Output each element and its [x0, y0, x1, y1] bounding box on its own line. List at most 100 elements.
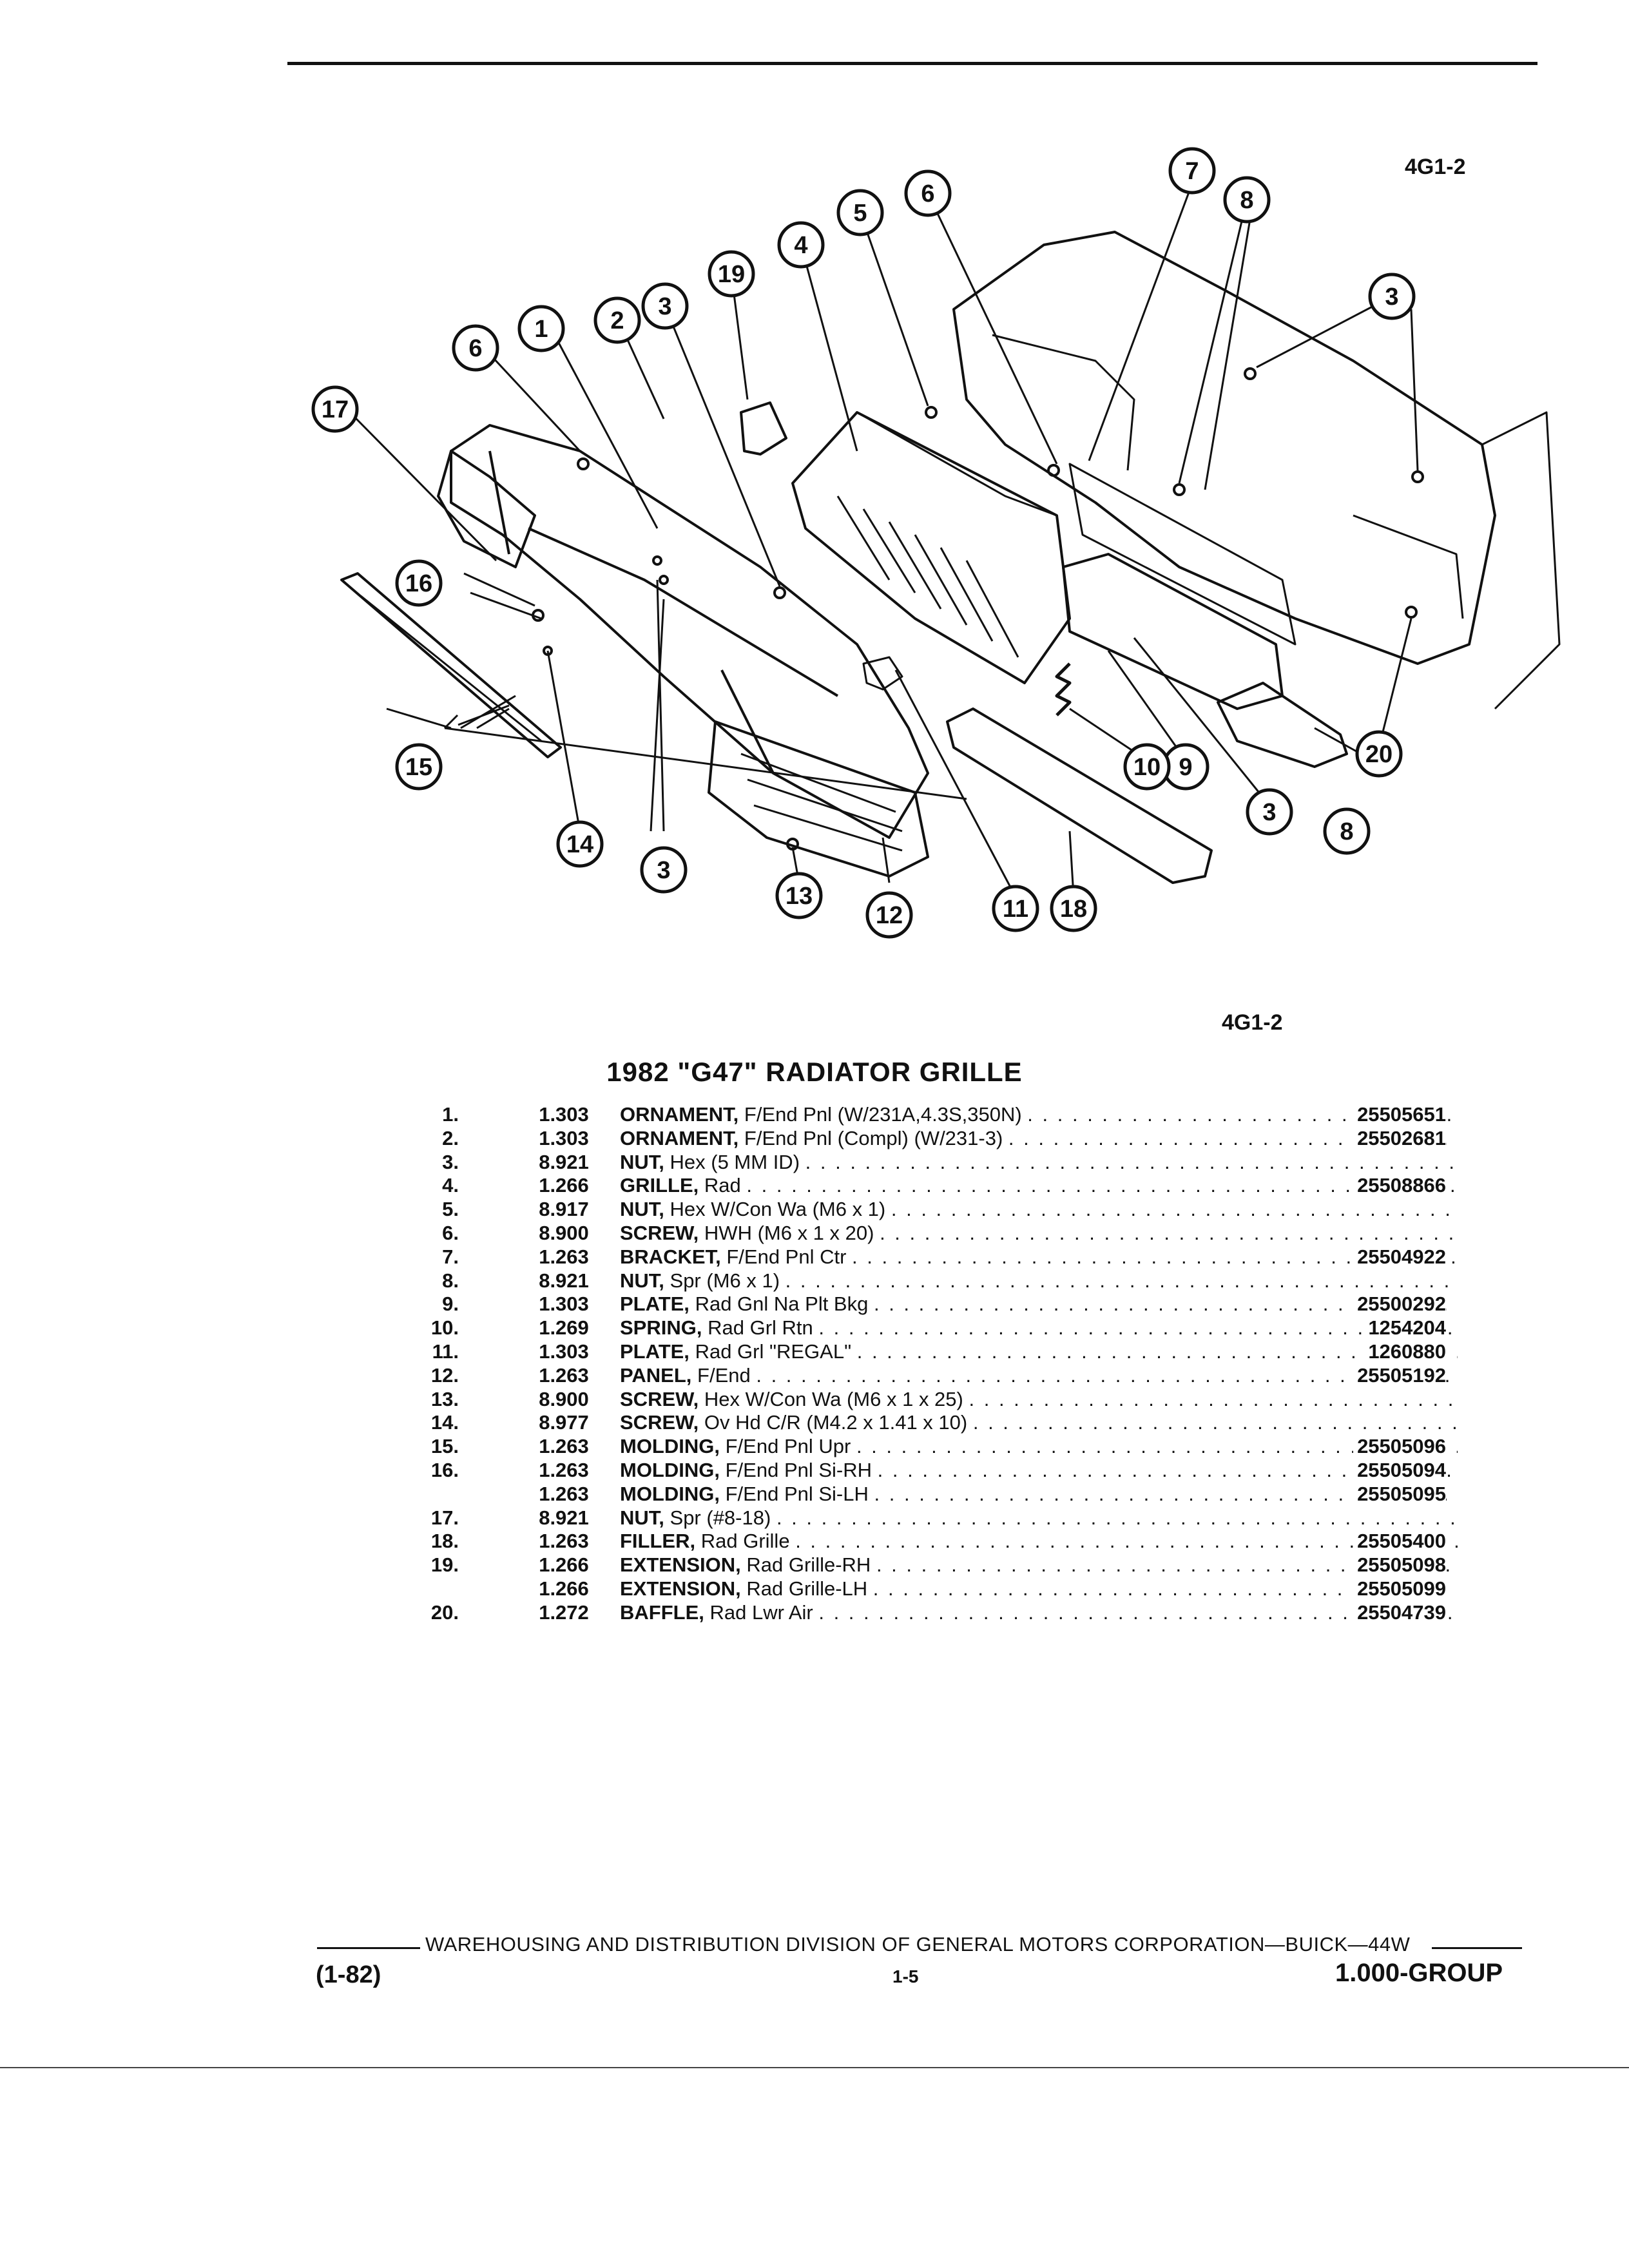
callout-3b: 3: [1385, 284, 1398, 311]
leader-dots: . . . . . . . . . . . . . . . . . . . . …: [880, 1221, 1458, 1244]
callout-2: 2: [610, 307, 624, 334]
group-number: 1.263: [539, 1482, 589, 1505]
part-detail: Rad Grl Rtn: [708, 1316, 813, 1340]
item-number: 20.: [430, 1600, 459, 1624]
item-number: 1.: [442, 1103, 459, 1126]
part-name: NUT,: [620, 1269, 664, 1292]
part-detail: Rad Lwr Air: [709, 1600, 813, 1624]
part-name: ORNAMENT,: [620, 1126, 739, 1149]
part-description: ORNAMENT, F/End Pnl (Compl) (W/231-3) . …: [620, 1127, 1458, 1151]
part-description: SPRING, Rad Grl Rtn . . . . . . . . . . …: [620, 1316, 1458, 1340]
item-number: 15.: [430, 1435, 459, 1458]
part-detail: Rad Grl "REGAL": [695, 1340, 852, 1363]
part-name: EXTENSION,: [620, 1577, 741, 1600]
callout-6: 6: [468, 335, 482, 362]
part-detail: F/End Pnl Si-LH: [725, 1482, 869, 1505]
radiator-support-outline: [952, 231, 1496, 665]
callout-8b: 8: [1240, 187, 1253, 214]
part-name: PLATE,: [620, 1340, 689, 1363]
group-number: 1.266: [539, 1174, 589, 1197]
callout-15: 15: [405, 754, 432, 781]
part-number: 25505192: [1353, 1363, 1446, 1388]
parts-list-row: 3. 8.921 NUT, Hex (5 MM ID) . . . . . . . …: [438, 1150, 1458, 1175]
parts-list-row: 15. 1.263 MOLDING, F/End Pnl Upr . . . . .…: [431, 1435, 1458, 1459]
part-detail: Spr (#8-18): [670, 1506, 771, 1529]
part-name: ORNAMENT,: [620, 1103, 739, 1126]
part-name: EXTENSION,: [620, 1553, 741, 1577]
part-description: ORNAMENT, F/End Pnl (W/231A,4.3S,350N) .…: [620, 1103, 1458, 1127]
leader-dots: . . . . . . . . . . . . . . . . . . . . …: [756, 1363, 1458, 1387]
grille-extension-outline: [740, 401, 787, 456]
grille-outline: [791, 411, 1071, 684]
part-number: 25505099: [1353, 1577, 1446, 1601]
part-number: 25505094: [1353, 1458, 1446, 1483]
leader-dots: . . . . . . . . . . . . . . . . . . . . …: [795, 1530, 1458, 1553]
part-number: 1260880: [1364, 1340, 1446, 1364]
callout-17: 17: [322, 396, 349, 423]
callout-14: 14: [566, 831, 593, 858]
part-number: 25505095: [1353, 1482, 1446, 1506]
part-detail: F/End Pnl (Compl) (W/231-3): [744, 1126, 1003, 1149]
part-name: NUT,: [620, 1506, 664, 1529]
leader-dots: . . . . . . . . . . . . . . . . . . . . …: [805, 1150, 1458, 1173]
part-description: NUT, Spr (#8-18) . . . . . . . . . . . .…: [620, 1506, 1458, 1530]
part-detail: Hex W/Con Wa (M6 x 1): [670, 1198, 886, 1221]
parts-list: 1. 1.303 ORNAMENT, F/End Pnl (W/231A,4.3S,…: [431, 1103, 1458, 1625]
part-number: 25505098: [1353, 1553, 1446, 1577]
callout-11: 11: [1003, 896, 1028, 923]
item-number: 7.: [442, 1245, 459, 1268]
part-description: BAFFLE, Rad Lwr Air . . . . . . . . . . …: [620, 1601, 1458, 1625]
leader-dots: . . . . . . . . . . . . . . . . . . . . …: [856, 1340, 1458, 1363]
page-title: 1982 "G47" RADIATOR GRILLE: [606, 1057, 1023, 1087]
part-name: GRILLE,: [620, 1174, 699, 1197]
part-name: NUT,: [620, 1150, 664, 1173]
part-detail: Hex (5 MM ID): [670, 1150, 800, 1173]
part-description: EXTENSION, Rad Grille-LH . . . . . . . .…: [620, 1577, 1458, 1601]
item-number: 10.: [430, 1316, 459, 1340]
part-description: NUT, Hex (5 MM ID) . . . . . . . . . . .…: [620, 1151, 1458, 1175]
item-number: 8.: [442, 1269, 459, 1292]
callout-9: 9: [1179, 754, 1192, 781]
part-description: MOLDING, F/End Pnl Upr . . . . . . . . .…: [620, 1435, 1458, 1459]
part-name: MOLDING,: [620, 1458, 720, 1481]
callout-13: 13: [786, 883, 813, 910]
group-number: 8.921: [539, 1150, 589, 1173]
callout-4: 4: [794, 232, 807, 259]
group-number: 1.303: [539, 1126, 589, 1149]
part-description: SCREW, Hex W/Con Wa (M6 x 1 x 25) . . . …: [620, 1388, 1458, 1412]
part-detail: F/End Pnl Si-RH: [725, 1458, 872, 1481]
part-name: PLATE,: [620, 1293, 689, 1316]
callout-3c: 3: [1262, 799, 1276, 826]
part-detail: F/End: [697, 1363, 751, 1387]
baffle-outline: [1217, 682, 1348, 768]
part-number: 25504922: [1353, 1245, 1446, 1269]
callout-7: 7: [1185, 158, 1199, 185]
group-number: 1.263: [539, 1435, 589, 1458]
left-bracket-outline: [437, 450, 536, 568]
callout-8: 8: [1340, 818, 1353, 845]
part-description: NUT, Hex W/Con Wa (M6 x 1) . . . . . . .…: [620, 1198, 1458, 1222]
part-description: PLATE, Rad Grl "REGAL" . . . . . . . . .…: [620, 1340, 1458, 1364]
part-name: BRACKET,: [620, 1245, 721, 1268]
group-number: 1.263: [539, 1363, 589, 1387]
leader-dots: . . . . . . . . . . . . . . . . . . . . …: [746, 1174, 1458, 1197]
group-number: 8.917: [539, 1198, 589, 1221]
part-description: PLATE, Rad Gnl Na Plt Bkg . . . . . . . …: [620, 1293, 1458, 1316]
item-number: 3.: [442, 1150, 459, 1173]
part-name: NUT,: [620, 1198, 664, 1221]
callout-1: 1: [534, 316, 548, 343]
